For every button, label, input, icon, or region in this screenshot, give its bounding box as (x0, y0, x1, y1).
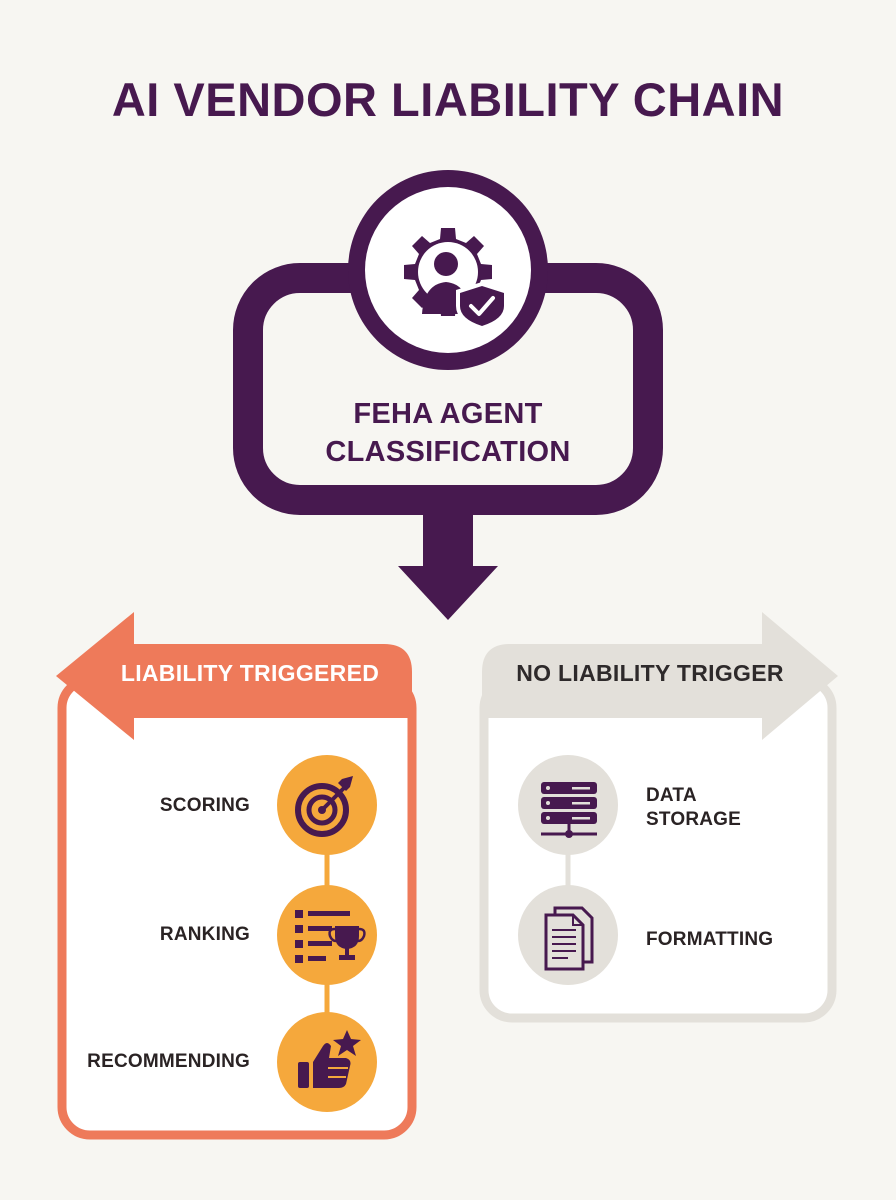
thumbs-up-star-icon (298, 1030, 361, 1088)
documents-icon (544, 906, 594, 971)
recommending-label: RECOMMENDING (87, 1051, 250, 1072)
data-storage-label: DATA STORAGE (646, 784, 816, 832)
data-storage-label-line1: DATA (646, 785, 697, 806)
down-arrow-head (398, 566, 498, 620)
down-arrow-stem (423, 505, 473, 569)
page-title: AI VENDOR LIABILITY CHAIN (111, 73, 785, 126)
left-arrow-banner (56, 612, 412, 740)
classification-label-line1: FEHA AGENT (353, 398, 543, 430)
data-storage-label-line2: STORAGE (646, 809, 742, 830)
target-icon (295, 776, 353, 837)
gear-person-shield-icon (404, 228, 508, 330)
formatting-label: FORMATTING (646, 929, 774, 950)
ranking-label: RANKING (159, 924, 250, 945)
no-liability-trigger-header: NO LIABILITY TRIGGER (516, 660, 784, 686)
classification-label: FEHA AGENT CLASSIFICATION (280, 395, 616, 471)
right-arrow-banner (482, 612, 838, 740)
server-icon (541, 782, 597, 838)
ranked-list-trophy-icon (295, 910, 366, 963)
scoring-label: SCORING (159, 795, 250, 816)
classification-label-line2: CLASSIFICATION (325, 436, 571, 468)
liability-triggered-header: LIABILITY TRIGGERED (120, 660, 380, 686)
